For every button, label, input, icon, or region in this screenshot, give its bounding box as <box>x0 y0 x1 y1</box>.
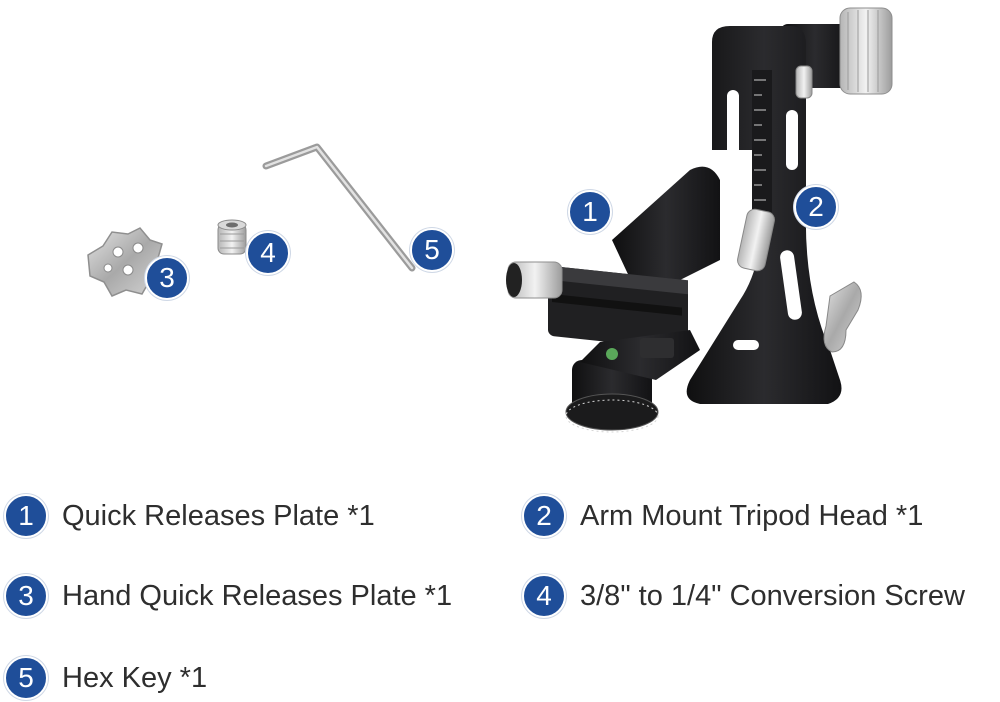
legend-label-1: Quick Releases Plate *1 <box>62 499 375 532</box>
hex-key-illustration <box>262 143 416 272</box>
legend-label-5: Hex Key *1 <box>62 661 208 694</box>
legend-label-2: Arm Mount Tripod Head *1 <box>580 499 924 532</box>
product-illustration: 1 2 3 4 5 <box>87 7 893 433</box>
callout-badge-3: 3 <box>145 256 189 300</box>
legend-item-3: 3 Hand Quick Releases Plate *1 <box>4 574 452 618</box>
legend-item-1: 1 Quick Releases Plate *1 <box>4 494 375 538</box>
parts-drawing <box>87 7 893 433</box>
callout-badge-5: 5 <box>410 228 454 272</box>
legend-badge-1: 1 <box>4 494 48 538</box>
legend-item-2: 2 Arm Mount Tripod Head *1 <box>522 494 923 538</box>
legend-label-4: 3/8" to 1/4" Conversion Screw <box>580 579 965 612</box>
parts-legend: 1 Quick Releases Plate *1 2 Arm Mount Tr… <box>0 476 1000 702</box>
gimbal-head-illustration <box>506 7 893 433</box>
legend-badge-5: 5 <box>4 656 48 700</box>
callout-badge-4: 4 <box>246 231 290 275</box>
legend-badge-2: 2 <box>522 494 566 538</box>
legend-item-4: 4 3/8" to 1/4" Conversion Screw <box>522 574 965 618</box>
legend-badge-3: 3 <box>4 574 48 618</box>
legend-item-5: 5 Hex Key *1 <box>4 656 207 700</box>
conversion-screw-illustration <box>217 219 247 255</box>
legend-badge-4: 4 <box>522 574 566 618</box>
legend-label-3: Hand Quick Releases Plate *1 <box>62 579 453 612</box>
callout-badge-1: 1 <box>568 190 612 234</box>
callout-badge-2: 2 <box>794 185 838 229</box>
